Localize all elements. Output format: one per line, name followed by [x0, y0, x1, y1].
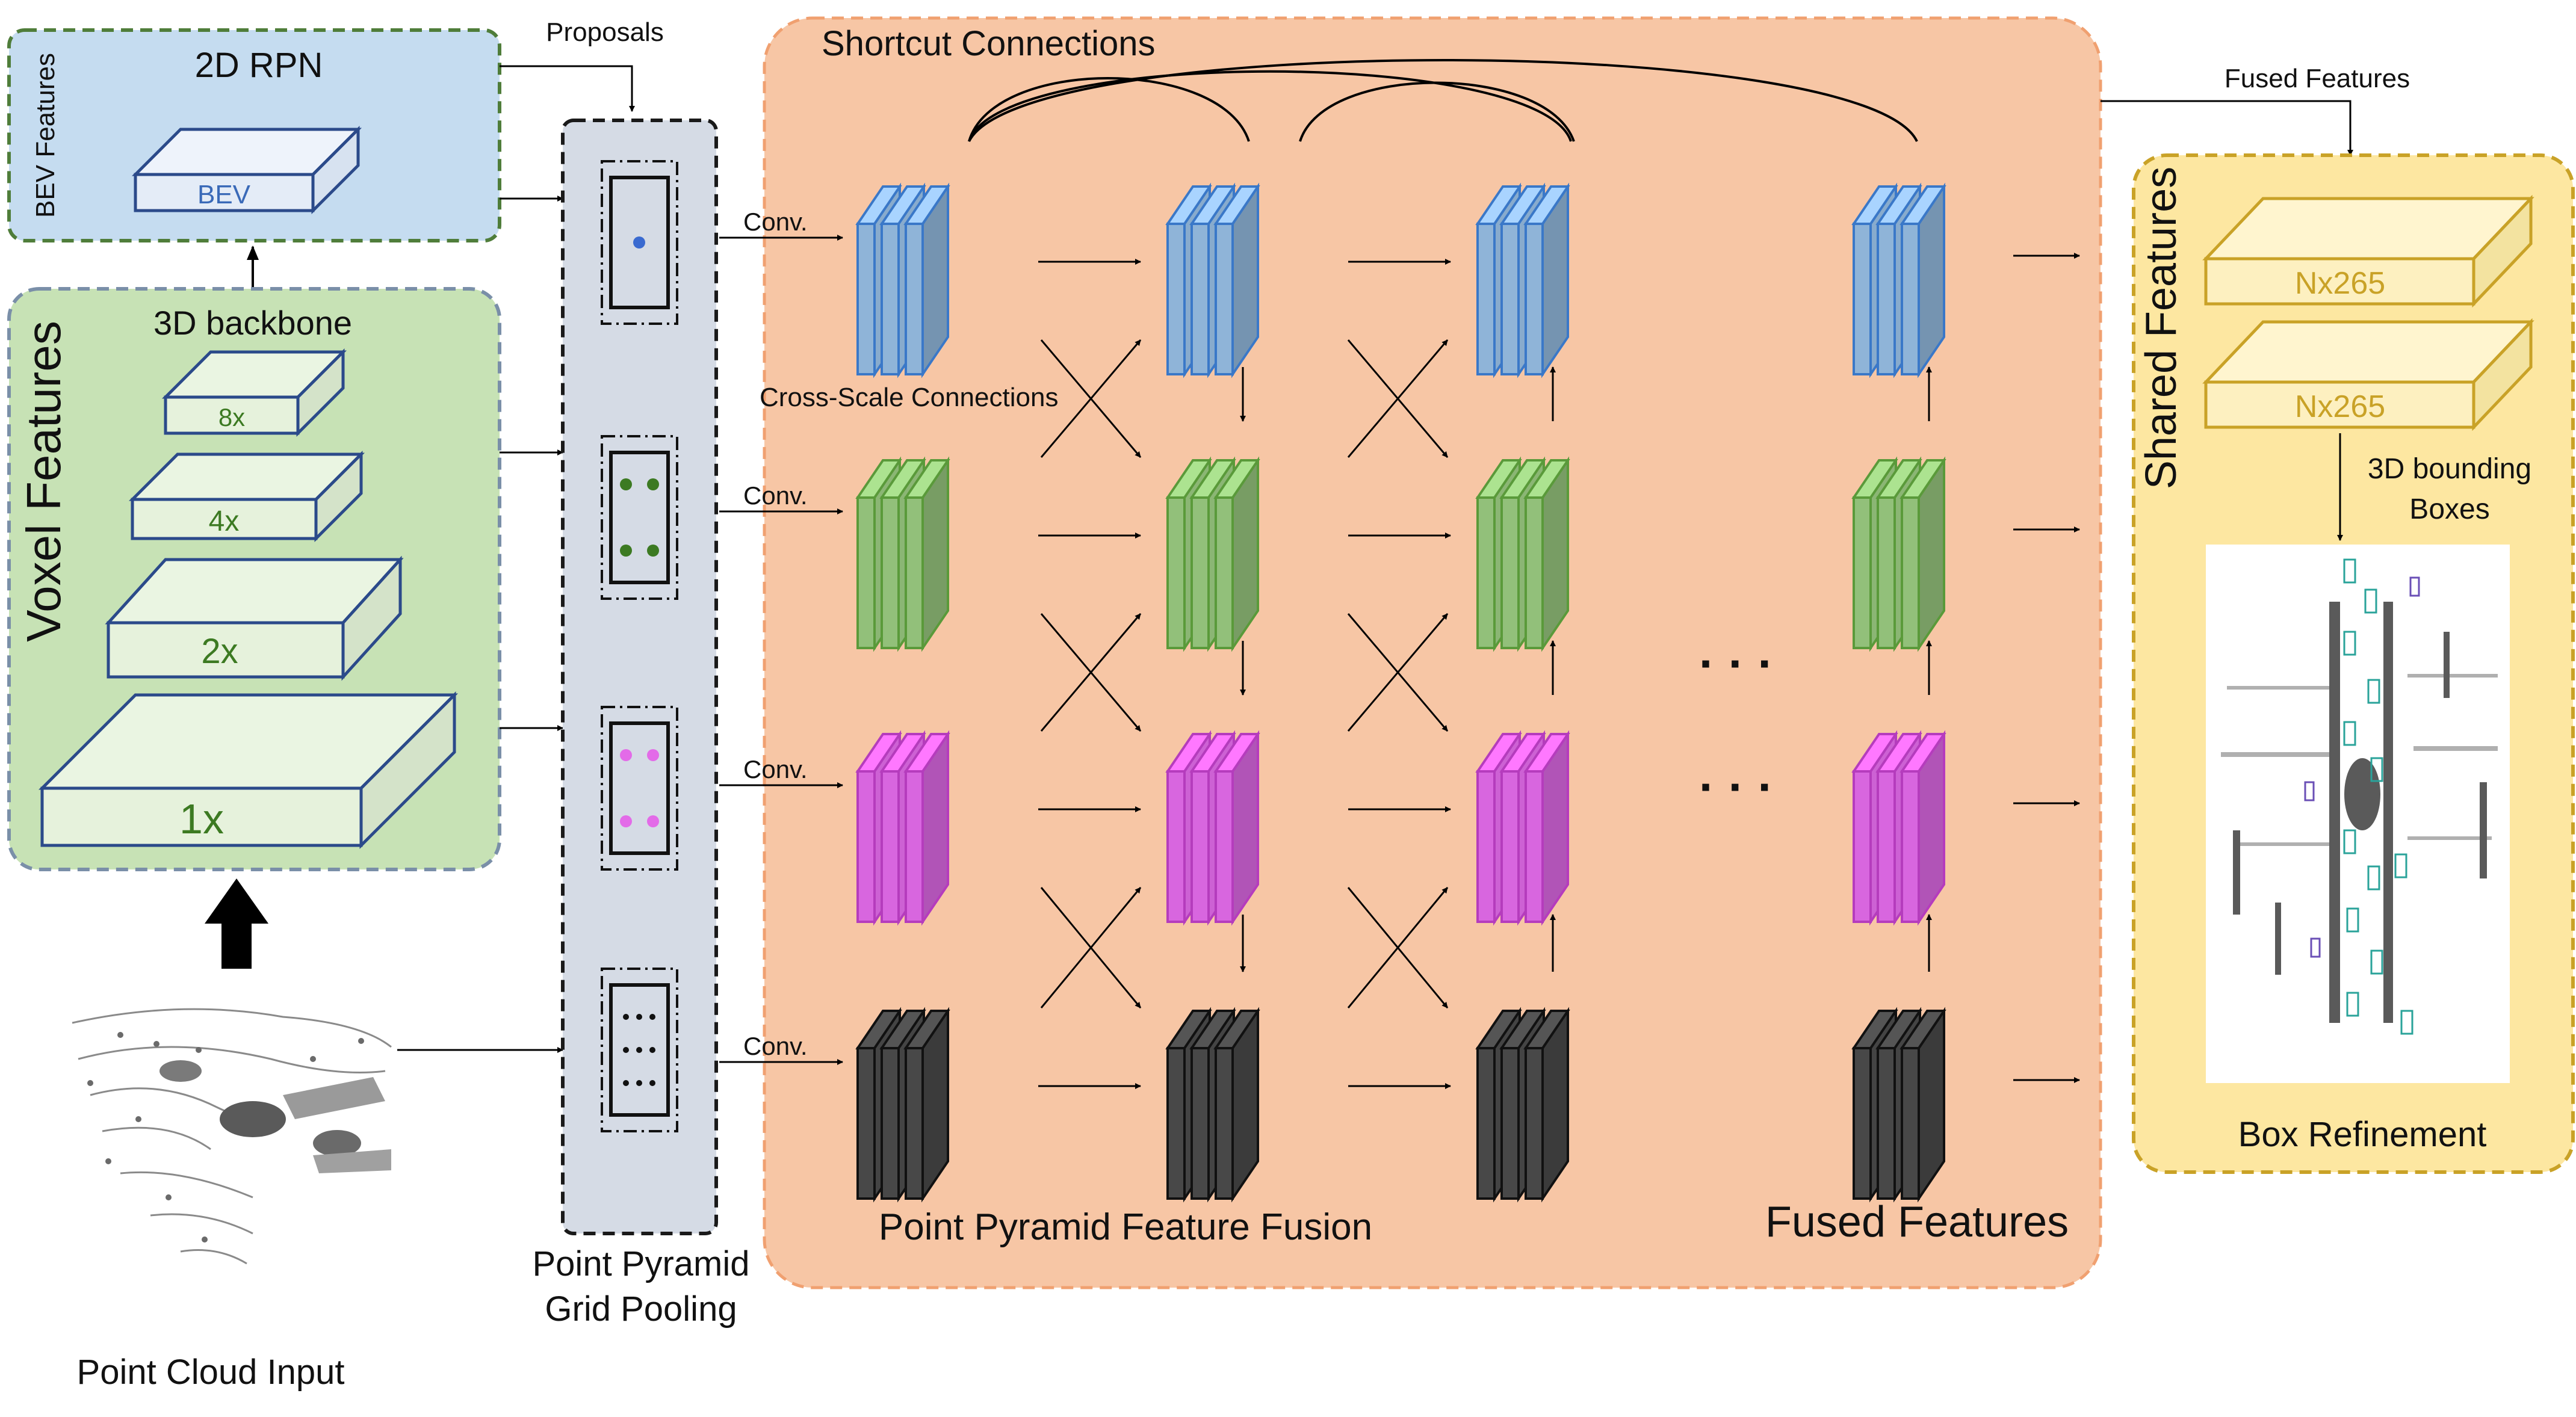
- fused-features-arrow-label: Fused Features: [2225, 64, 2410, 93]
- rpn-panel: 2D RPN BEV Features BEV: [7, 28, 501, 242]
- shared-feature-label-1: Nx265: [2295, 266, 2385, 301]
- shortcut-connections-label: Shortcut Connections: [822, 24, 1156, 63]
- point-cloud-image: [72, 1008, 392, 1265]
- scale-label-2x: 2x: [201, 632, 238, 671]
- pooling-dot: [636, 1014, 642, 1020]
- bev-label: BEV: [197, 180, 251, 209]
- shared-features-side-label: Shared Features: [2137, 167, 2185, 489]
- proposals-label: Proposals: [546, 17, 664, 47]
- pooling-grids: [601, 160, 678, 1132]
- pooling-dot: [636, 1047, 642, 1053]
- arrow-proposals: [500, 65, 635, 112]
- pooling-dot: [649, 1047, 655, 1053]
- boxes-label-line2: Boxes: [2409, 493, 2489, 525]
- arrow-fused-to-refinement: [2101, 100, 2353, 156]
- pooling-grid-3: [601, 706, 678, 871]
- shortcut-arcs: [968, 59, 1918, 142]
- detection-result-image: [2206, 545, 2510, 1083]
- cross-arrow-up: [1347, 339, 1449, 458]
- scale-block-2x: 2x: [105, 555, 404, 681]
- scale-label-1x: 1x: [179, 795, 224, 842]
- pooling-dot: [620, 815, 632, 827]
- rpn-title: 2D RPN: [195, 46, 323, 85]
- feature-stack-blue-2: [1165, 182, 1260, 378]
- feature-stack-blue-1: [855, 182, 950, 378]
- pooling-grid-1: [601, 160, 678, 325]
- feature-stack-dark-4: [1851, 1007, 1946, 1203]
- feature-stack-pink-3: [1475, 730, 1570, 926]
- pooling-dot: [647, 749, 659, 761]
- feature-stack-dark-1: [855, 1007, 950, 1203]
- pooling-panel: [561, 119, 718, 1235]
- cross-scale-connections-label: Cross-Scale Connections: [760, 383, 1058, 412]
- fusion-network: Conv. Conv. Conv. Conv.: [719, 182, 2080, 1203]
- feature-stack-dark-2: [1165, 1007, 1260, 1203]
- shared-feature-block-1: Nx265: [2202, 194, 2534, 308]
- backbone-title: 3D backbone: [153, 304, 352, 342]
- input-up-arrow: [205, 878, 268, 969]
- scale-label-8x: 8x: [218, 403, 245, 431]
- pooling-label-line2: Grid Pooling: [545, 1289, 737, 1329]
- pooling-label-line1: Point Pyramid: [532, 1244, 749, 1283]
- cross-arrow-up: [1040, 613, 1142, 732]
- pooling-dot: [620, 749, 632, 761]
- pooling-dot: [647, 545, 659, 557]
- box-refinement-title: Box Refinement: [2238, 1115, 2487, 1154]
- fusion-title: Point Pyramid Feature Fusion: [879, 1206, 1372, 1248]
- feature-stack-pink-1: [855, 730, 950, 926]
- fusion-panel: [763, 16, 2102, 1289]
- feature-stack-pink-2: [1165, 730, 1260, 926]
- scale-block-8x: 8x: [161, 348, 347, 437]
- pooling-dot: [620, 478, 632, 490]
- pooling-dot: [633, 236, 645, 249]
- pooling-grid-2: [601, 435, 678, 600]
- ellipsis-row3: · · ·: [1699, 760, 1774, 813]
- feature-stack-blue-4: [1851, 182, 1946, 378]
- pooling-dot: [636, 1080, 642, 1086]
- pooling-dot: [623, 1080, 629, 1086]
- feature-stack-green-1: [855, 456, 950, 652]
- feature-stack-green-4: [1851, 456, 1946, 652]
- conv-label: Conv.: [743, 481, 808, 510]
- shared-feature-block-2: Nx265: [2202, 318, 2534, 431]
- cross-arrow-up: [1040, 339, 1142, 458]
- pooling-dot: [620, 545, 632, 557]
- feature-stack-green-3: [1475, 456, 1570, 652]
- pooling-dot: [623, 1014, 629, 1020]
- scale-block-1x: 1x: [38, 691, 459, 850]
- feature-stack-green-2: [1165, 456, 1260, 652]
- pooling-dot: [647, 478, 659, 490]
- shared-feature-label-2: Nx265: [2295, 389, 2385, 424]
- pooling-dot: [649, 1080, 655, 1086]
- point-cloud-input-label: Point Cloud Input: [77, 1353, 345, 1392]
- backbone-panel: 3D backbone Voxel Features 8x 4x 2x: [7, 287, 501, 871]
- conv-label: Conv.: [743, 755, 808, 783]
- pooling-dot: [647, 815, 659, 827]
- pooling-dot: [623, 1047, 629, 1053]
- pooling-grid-4: [601, 968, 678, 1132]
- conv-label: Conv.: [743, 208, 808, 236]
- feature-stack-blue-3: [1475, 182, 1570, 378]
- fused-features-label: Fused Features: [1765, 1198, 2069, 1246]
- scale-label-4x: 4x: [209, 505, 240, 537]
- cross-arrow-up: [1347, 887, 1449, 1008]
- voxel-features-side-label: Voxel Features: [17, 321, 70, 642]
- pooling-dot: [649, 1014, 655, 1020]
- conv-label: Conv.: [743, 1032, 808, 1060]
- bev-features-side-label: BEV Features: [31, 53, 60, 218]
- scale-block-4x: 4x: [128, 450, 365, 543]
- ellipsis-row2: · · ·: [1699, 637, 1774, 690]
- cross-arrow-up: [1040, 887, 1142, 1008]
- bev-block: BEV: [131, 125, 362, 215]
- feature-stack-pink-4: [1851, 730, 1946, 926]
- feature-stack-dark-3: [1475, 1007, 1570, 1203]
- boxes-label-line1: 3D bounding: [2368, 453, 2531, 485]
- cross-arrow-up: [1347, 613, 1449, 732]
